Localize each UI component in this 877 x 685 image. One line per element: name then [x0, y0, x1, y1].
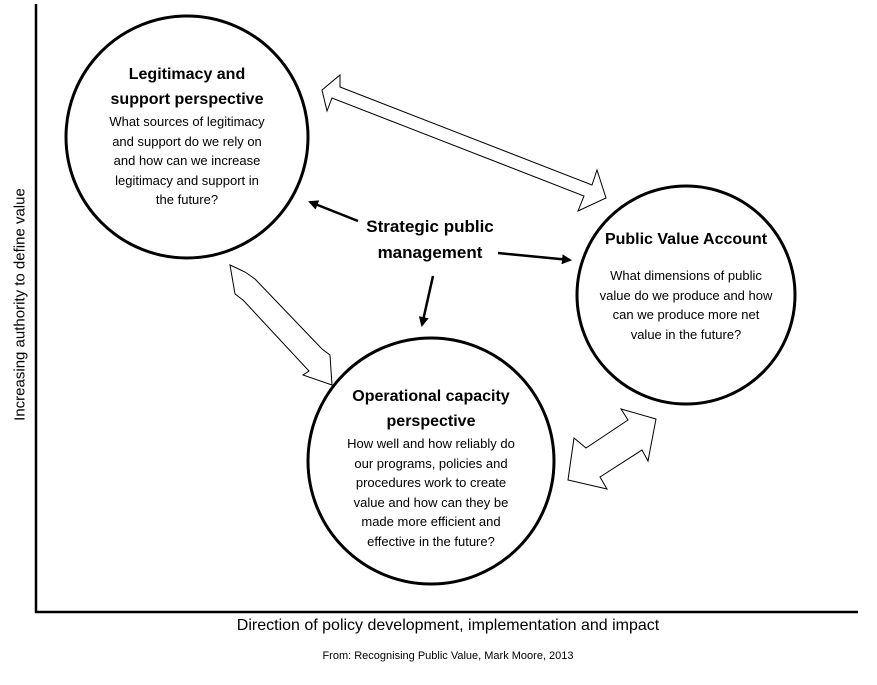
- operational-body-line: our programs, policies and: [354, 455, 508, 471]
- operational-text-block: Operational capacity perspective How wel…: [326, 384, 536, 551]
- operational-body-line: effective in the future?: [367, 533, 495, 549]
- double-arrow-legitimacy-operational: [229, 264, 333, 386]
- operational-body-line: value and how can they be: [353, 494, 509, 510]
- operational-body-line: procedures work to create: [355, 475, 507, 490]
- operational-body-line: made more efficient and: [361, 514, 501, 529]
- public-value-circle: [575, 184, 797, 406]
- operational-circle: [306, 336, 556, 586]
- arrow-center-to-operational: [418, 275, 435, 327]
- center-label: Strategic public management: [355, 214, 505, 266]
- center-label-line2: management: [377, 243, 483, 262]
- legitimacy-body-line: the future?: [155, 192, 219, 207]
- x-axis-label: Direction of policy development, impleme…: [236, 617, 660, 634]
- legitimacy-title-line2: support perspective: [110, 91, 264, 108]
- double-arrow-operational-public-value: [567, 408, 657, 490]
- legitimacy-body-line: and how can we increase: [113, 153, 261, 168]
- operational-title-line2: perspective: [386, 413, 476, 430]
- legitimacy-body-line: and support do we rely on: [112, 133, 262, 149]
- legitimacy-body-line: What sources of legitimacy: [109, 114, 265, 129]
- arrow-center-to-public-value: [497, 251, 572, 265]
- source-caption: From: Recognising Public Value, Mark Moo…: [322, 650, 574, 662]
- public-value-body-line: value do we produce and how: [599, 287, 773, 303]
- arrow-center-to-legitimacy: [308, 200, 359, 223]
- public-value-body-line: What dimensions of public: [610, 268, 762, 283]
- legitimacy-body-line: legitimacy and support in: [115, 172, 259, 188]
- public-value-text-block: Public Value Account What dimensions of …: [586, 227, 786, 344]
- public-value-title: Public Value Account: [604, 231, 768, 248]
- y-axis-label: Increasing authority to define value: [11, 188, 29, 421]
- public-value-body-line: can we produce more net: [612, 307, 760, 322]
- legitimacy-circle: [64, 14, 310, 260]
- public-value-body-line: value in the future?: [630, 326, 742, 342]
- operational-title-line1: Operational capacity: [352, 388, 510, 405]
- double-arrow-legitimacy-public-value: [321, 73, 607, 212]
- center-label-line1: Strategic public: [366, 217, 494, 236]
- legitimacy-title-line1: Legitimacy and: [128, 66, 246, 83]
- operational-body-line: How well and how reliably do: [347, 436, 515, 451]
- legitimacy-text-block: Legitimacy and support perspective What …: [87, 62, 287, 210]
